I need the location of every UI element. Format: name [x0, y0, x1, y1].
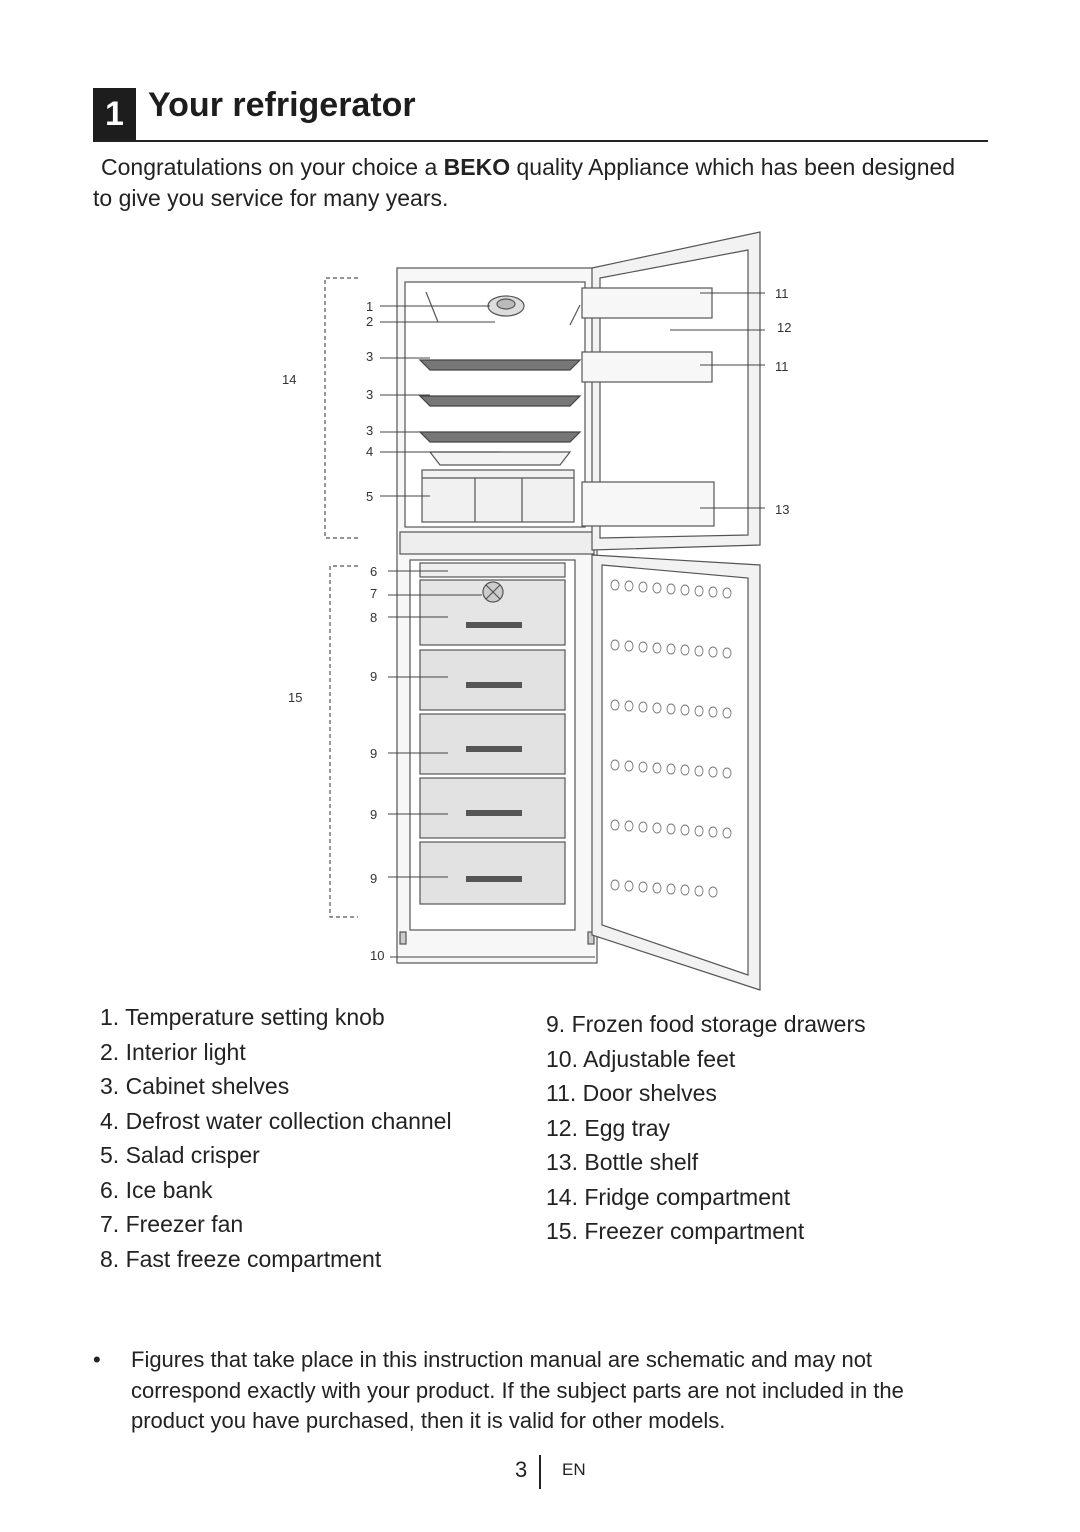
cabinet-divider — [399, 531, 595, 555]
callout-label: 5 — [366, 489, 374, 504]
callout-label: 10 — [370, 948, 385, 963]
callout-label: 9 — [370, 669, 378, 684]
list-item: 1. Temperature setting knob — [100, 1004, 385, 1030]
chapter-header: 1 Your refrigerator — [93, 80, 988, 142]
callout-label: 13 — [775, 502, 790, 517]
list-item: 7. Freezer fan — [100, 1211, 244, 1237]
callout-label: 9 — [370, 807, 378, 822]
list-item: 5. Salad crisper — [100, 1142, 260, 1168]
brand-name: BEKO — [443, 154, 511, 180]
page-footer: 3 EN — [510, 1455, 630, 1491]
bullet-icon: • — [93, 1347, 101, 1372]
language-label: EN — [562, 1460, 586, 1479]
footer-divider — [539, 1455, 541, 1489]
intro-text-before: Congratulations on your choice a — [101, 154, 444, 180]
list-item: 6. Ice bank — [100, 1176, 213, 1203]
list-item: 13. Bottle shelf — [546, 1149, 699, 1175]
knob-center — [496, 298, 516, 310]
list-item: 8. Fast freeze compartment — [100, 1245, 382, 1272]
freezer-drawer — [419, 713, 566, 775]
callout-label: 9 — [370, 871, 378, 886]
callout-label: 12 — [777, 320, 792, 335]
salad-crisper — [421, 469, 575, 523]
callout-label: 3 — [366, 423, 374, 438]
callout-label: 1 — [366, 299, 374, 314]
freezer-drawer — [419, 777, 566, 839]
callout-label: 3 — [366, 387, 374, 402]
callout-label: 4 — [366, 444, 374, 459]
door-shelf — [581, 287, 713, 319]
refrigerator-diagram: 1 2 3 3 3 4 5 6 7 8 9 9 9 9 10 11 12 11 … — [270, 220, 810, 1000]
list-item: 14. Fridge compartment — [546, 1183, 791, 1210]
callout-label: 7 — [370, 586, 378, 601]
list-item: 9. Frozen food storage drawers — [546, 1011, 866, 1037]
list-item: 2. Interior light — [100, 1038, 246, 1065]
parts-list-left: 1. Temperature setting knob 2. Interior … — [100, 1000, 452, 1276]
list-item: 3. Cabinet shelves — [100, 1073, 290, 1099]
callout-label: 8 — [370, 610, 378, 625]
door-shelf — [581, 351, 713, 383]
freezer-drawer — [419, 841, 566, 905]
note-text: Figures that take place in this instruct… — [131, 1347, 904, 1433]
freezer-drawer — [419, 649, 566, 711]
page-title: Your refrigerator — [148, 86, 416, 124]
parts-list-right: 9. Frozen food storage drawers 10. Adjus… — [546, 1007, 866, 1249]
intro-paragraph: Congratulations on your choice a BEKO qu… — [93, 152, 973, 214]
fridge-bracket — [324, 277, 358, 539]
callout-label: 11 — [775, 286, 789, 301]
list-item: 15. Freezer compartment — [546, 1218, 805, 1244]
cabinet-shelf — [418, 431, 582, 443]
callout-label: 11 — [775, 359, 789, 374]
callout-label: 3 — [366, 349, 374, 364]
callout-label: 9 — [370, 746, 378, 761]
page-number: 3 — [515, 1457, 528, 1482]
ice-bank — [419, 562, 566, 578]
cabinet-shelf — [418, 395, 582, 407]
defrost-channel — [428, 451, 572, 466]
refrigerator-illustration — [324, 231, 765, 991]
callout-label: 15 — [288, 690, 303, 705]
chapter-number: 1 — [93, 88, 136, 140]
list-item: 4. Defrost water collection channel — [100, 1107, 452, 1134]
list-item: 10. Adjustable feet — [546, 1045, 736, 1072]
list-item: 11. Door shelves — [546, 1080, 717, 1106]
callout-label: 14 — [282, 372, 297, 387]
freezer-bracket — [329, 565, 358, 918]
adjustable-foot — [399, 931, 407, 945]
cabinet-shelf — [418, 359, 582, 371]
bottle-shelf — [581, 481, 715, 527]
callout-label: 2 — [366, 314, 374, 329]
callout-label: 6 — [370, 564, 378, 579]
list-item: 12. Egg tray — [546, 1114, 671, 1141]
adjustable-foot — [587, 931, 595, 945]
intro-text-after: quality Appliance which has been designe… — [93, 154, 956, 211]
